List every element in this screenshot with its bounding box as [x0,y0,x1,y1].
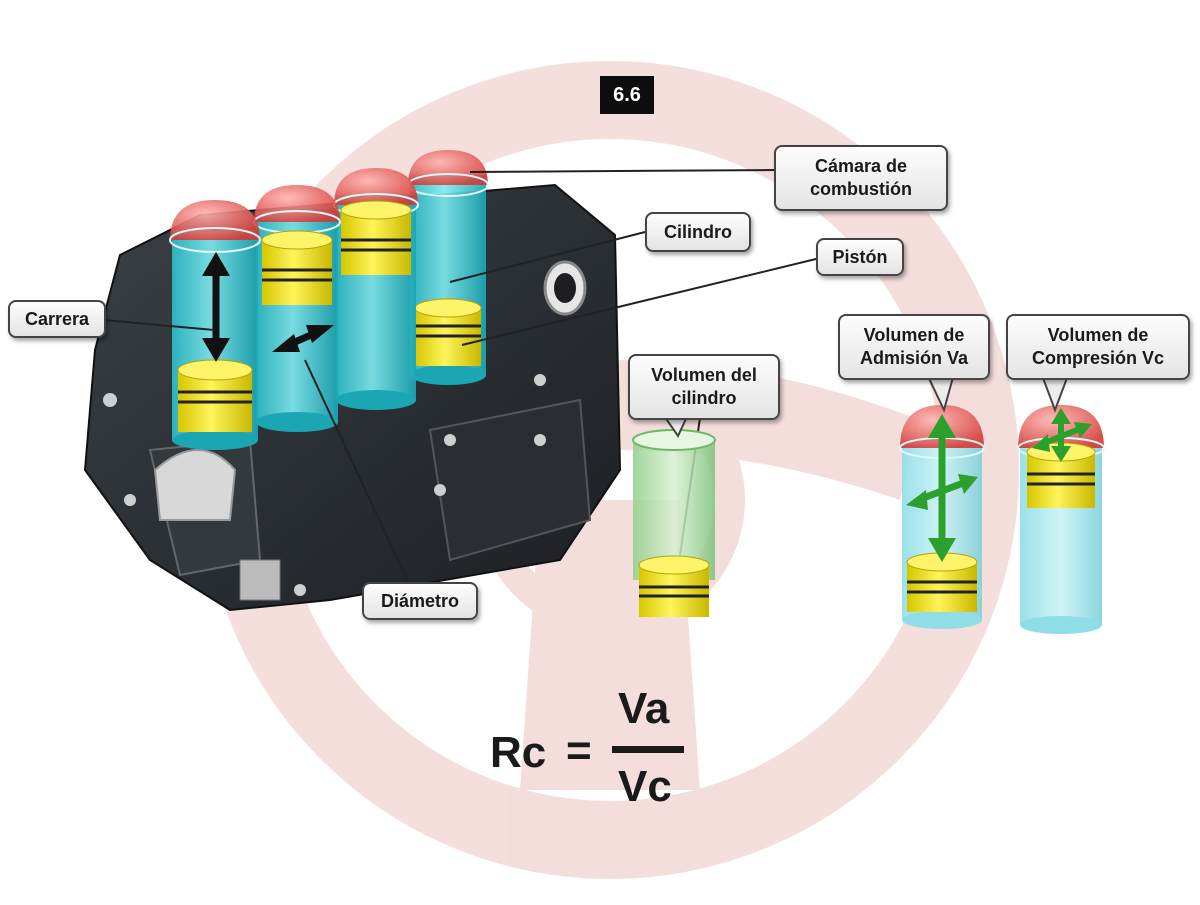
label-volumen-del-cilindro: Volumen del cilindro [628,354,780,420]
label-volumen-cilindro-text: Volumen del cilindro [651,365,757,408]
stroke-arrow-icon [202,252,230,362]
label-carrera-text: Carrera [24,308,90,329]
bore-arrow-icon [272,325,334,352]
figure-number-badge: 6.6 [600,76,654,114]
compression-ratio-formula: Rc = Va Vc [490,684,710,820]
intake-volume-arrows-icon [906,414,978,562]
cylinder-volume-illustration [632,417,716,617]
formula-lhs: Rc [490,728,547,777]
label-volumen-admision-text: Volumen de Admisión Va [859,325,969,368]
leader-lines [103,169,821,583]
engine-cylinder-2 [253,185,341,432]
formula-numerator: Va [618,684,670,733]
label-camara-text: Cámara de combustión [810,156,912,199]
label-volumen-compresion-text: Volumen de Compresión Vc [1031,325,1165,368]
label-piston: Pistón [816,238,904,276]
label-volumen-de-admision: Volumen de Admisión Va [838,314,990,380]
label-diametro: Diámetro [362,582,478,620]
label-diametro-text: Diámetro [380,590,460,611]
engine-cylinder-3 [333,168,419,410]
label-camara-de-combustion: Cámara de combustión [774,145,948,211]
label-cilindro-text: Cilindro [664,221,732,242]
intake-volume-illustration [899,405,985,629]
compression-volume-arrows-icon [1032,408,1092,462]
label-cilindro: Cilindro [645,212,751,252]
label-volumen-de-compresion: Volumen de Compresión Vc [1006,314,1190,380]
label-carrera: Carrera [8,300,106,338]
engine-cylinder-4 [407,150,489,385]
formula-fraction-bar [612,746,684,753]
formula-equals: = [566,726,592,775]
formula-denominator: Vc [618,762,672,811]
label-piston-text: Pistón [832,246,888,267]
